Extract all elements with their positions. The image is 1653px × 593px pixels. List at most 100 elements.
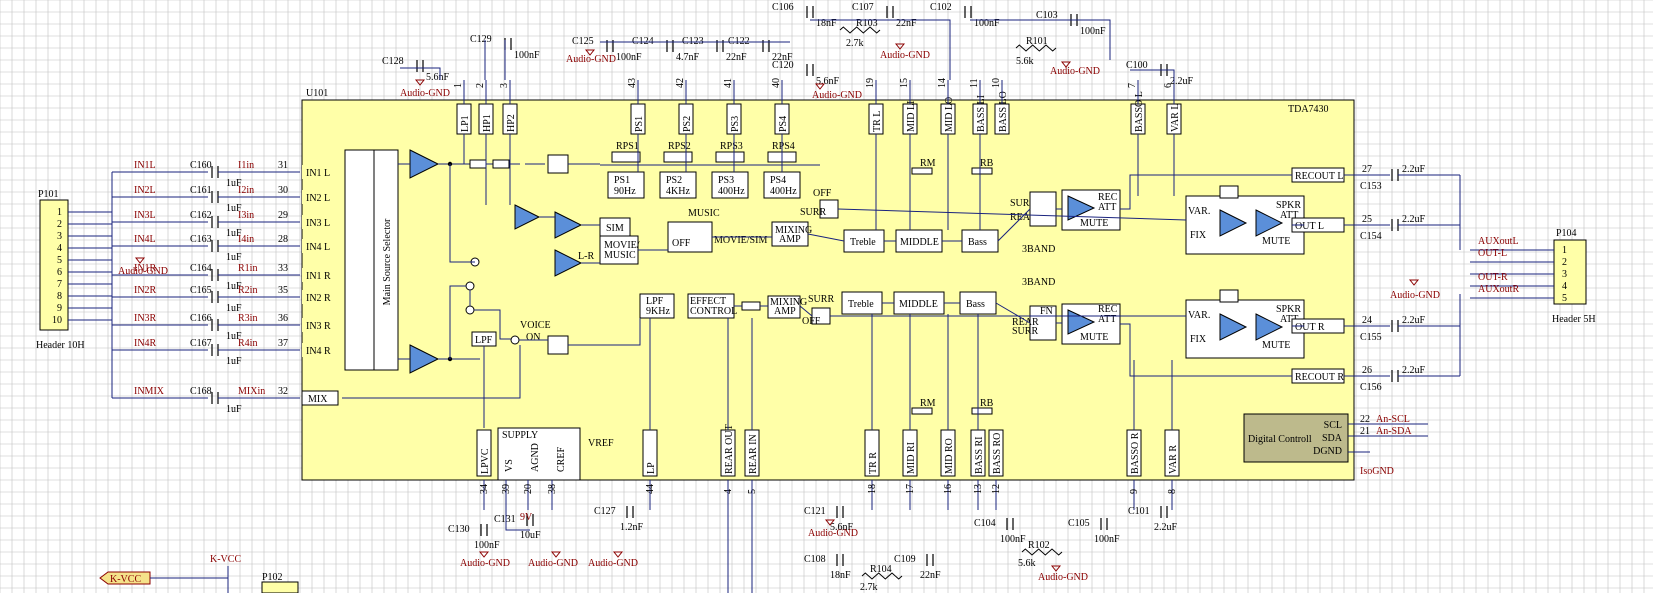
supply-title: SUPPLY [502,430,538,441]
effect-l1: EFFECT [690,296,726,307]
input-cap-val-C167: 1uF [226,356,242,367]
wire [799,305,813,317]
port-IN2 L [302,190,342,204]
ground-triangle [1050,565,1062,572]
ps-name-PS4: PS4 [770,175,786,186]
input-cap-val-C166: 1uF [226,331,242,342]
rb-bot-res [971,407,993,415]
header-p101-body [39,199,69,331]
amp-l-bot: AMP [774,306,796,317]
port-label-IN3 R: IN3 R [306,321,331,332]
rm-bot-label: RM [920,398,936,409]
wire [807,233,845,242]
bot-res-val-R104: 2.7k [860,582,878,593]
port-label-IN2 L: IN2 L [306,193,330,204]
supply-9v-label: 9V [520,512,533,523]
spkr-amp-right [1255,313,1284,341]
ground-triangle [414,79,426,86]
port-IN2 R [302,290,342,304]
wire [997,208,1031,242]
input-cap-C164 [211,269,219,281]
res-effect [741,301,761,311]
ps-freq-PS3: 400Hz [718,186,745,197]
header-p102-ref: P102 [262,572,283,583]
input-cap-ref-C161: C161 [190,185,212,196]
audio-gnd-c121 [824,519,836,526]
digital-pin-num-22: 22 [1360,414,1370,425]
input-sig-R4in: R4in [238,338,257,349]
input-cap-ref-C167: C167 [190,338,212,349]
out-cap-val-C156: 2.2uF [1402,365,1426,376]
bot-cap-ref-C109: C109 [894,554,916,565]
ground-triangle [894,43,906,50]
rear-right-label: REAR [1012,317,1039,328]
rm-top-label: RM [920,158,936,169]
top-cap-ref-C120: C120 [772,60,794,71]
digital-pin-DGND: DGND [1313,446,1342,457]
header-p104-ref: P104 [1556,228,1577,239]
ground-triangle [584,49,596,56]
spkr-label-right: SPKR [1276,304,1301,315]
top-pin-num-14: 14 [937,78,948,88]
port-mix [301,390,339,406]
audio-gnd-r101 [1060,61,1072,68]
bot-cap-ref-C104: C104 [974,518,996,529]
top-cap-ref-C128: C128 [382,56,404,67]
out-net-AUXoutR: AUXoutR [1478,284,1519,295]
ground-triangle [550,551,562,558]
var-label-left: VAR. [1188,206,1210,217]
bot-pin-BASS RO [988,429,1004,477]
wire [568,318,641,346]
mixing-amp-top [771,221,809,247]
out-pin-26: 26 [1362,365,1372,376]
input-net-IN2R: IN2R [134,285,157,296]
top-cap-val-C124: 4.7nF [676,52,700,63]
audio-gnd-c130-label: Audio-GND [460,558,510,569]
bot-pin-label-BASS RO: BASS RO [992,433,1003,474]
bot-pin-label-VAR R: VAR R [1168,445,1179,474]
port-IN1 L [302,165,342,179]
bot-pin-label-LP: LP [646,462,657,474]
movie-music-box [599,235,639,265]
hp-amp-1 [514,204,541,230]
bot-res-ref-R104: R104 [870,564,892,575]
out-port-label-RECOUT L: RECOUT L [1295,171,1343,182]
bot-cap-val-C104: 100nF [1000,534,1026,545]
input-cap-ref-C164: C164 [190,263,212,274]
input-pin-31: 31 [278,160,288,171]
ps-block-PS2 [659,171,697,199]
digital-pin-SCL: SCL [1324,420,1342,431]
hp-amp-2 [554,211,583,239]
rm-bot-res [911,407,933,415]
header-p102-body [261,581,299,593]
out-pin-24: 24 [1362,315,1372,326]
mute-rec-left: MUTE [1080,218,1108,229]
input-cap-C162 [211,216,219,228]
bot-pin-num-34: 34 [479,484,490,494]
bot-cap-val-C108: 18nF [830,570,851,581]
input-net-IN3L: IN3L [134,210,156,221]
fix-label-left: FIX [1190,230,1207,241]
top-cap-ref-C100: C100 [1126,60,1148,71]
rps-label-RPS2: RPS2 [668,141,691,152]
amp-label-top: AMP [779,234,801,245]
top-pin-num-19: 19 [865,78,876,88]
bot-cap-C101 [1160,506,1168,518]
input-net-IN1R: IN1R [134,263,157,274]
on-label: ON [526,332,540,343]
top-pin-num-41: 41 [723,78,734,88]
rec-att-amp-left [1067,195,1096,221]
effect-l2: CONTROL [690,306,737,317]
music-off-box [667,221,713,253]
bot-pin-label-MID RI: MID RI [906,442,917,474]
ps-freq-PS4: 400Hz [770,186,797,197]
var-amp-left [1219,209,1248,237]
wire [449,164,475,263]
input-cap-val-C168: 1uF [226,404,242,415]
top-pin-num-40: 40 [771,78,782,88]
digital-net-An-SDA: An-SDA [1376,426,1412,437]
wire [1120,174,1292,210]
top-cap-ref-C103: C103 [1036,10,1058,21]
bot-pin-num-38: 38 [547,484,558,494]
port-IN4 R [302,343,342,357]
